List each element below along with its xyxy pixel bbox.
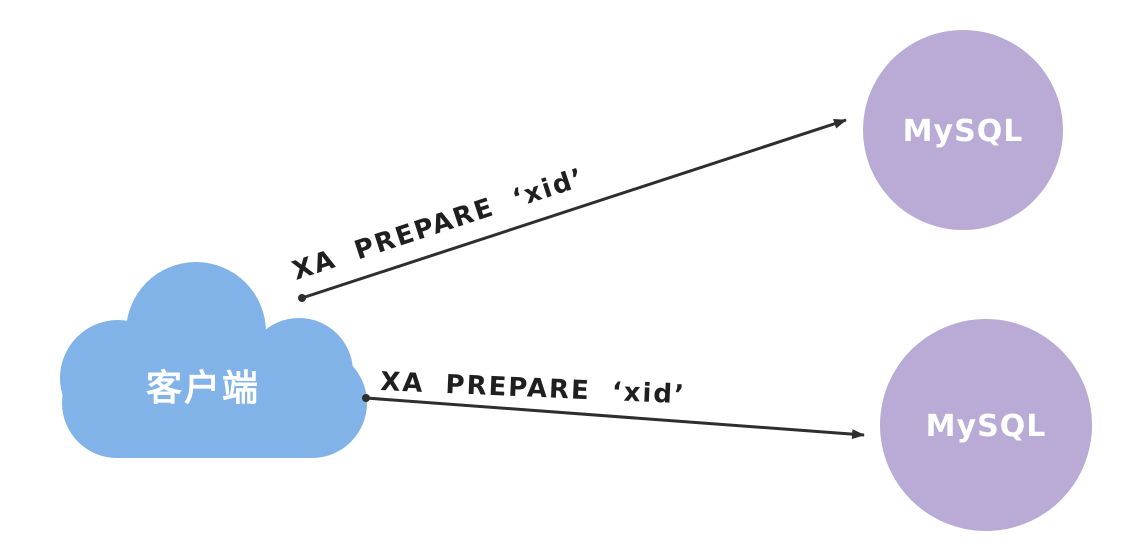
edge-bottom: XA PREPARE ‘xid’ — [362, 367, 865, 440]
mysql-node-bottom: MySQL — [880, 319, 1092, 531]
client-label: 客户端 — [146, 368, 260, 409]
edge-bottom-line — [365, 396, 865, 440]
edge-top: XA PREPARE ‘xid’ — [289, 118, 847, 302]
mysql-node-top-label: MySQL — [903, 114, 1024, 149]
mysql-node-top-circle — [863, 30, 1063, 230]
cloud-base — [62, 348, 367, 458]
edge-top-start-dot — [298, 294, 306, 302]
mysql-node-bottom-label: MySQL — [926, 409, 1047, 444]
client-cloud-shape — [60, 262, 367, 458]
edge-top-line — [301, 118, 847, 300]
edge-bottom-start-dot — [362, 394, 370, 402]
edge-top-label: XA PREPARE ‘xid’ — [289, 163, 589, 287]
mysql-node-top: MySQL — [863, 30, 1063, 230]
mysql-node-bottom-circle — [880, 319, 1092, 531]
